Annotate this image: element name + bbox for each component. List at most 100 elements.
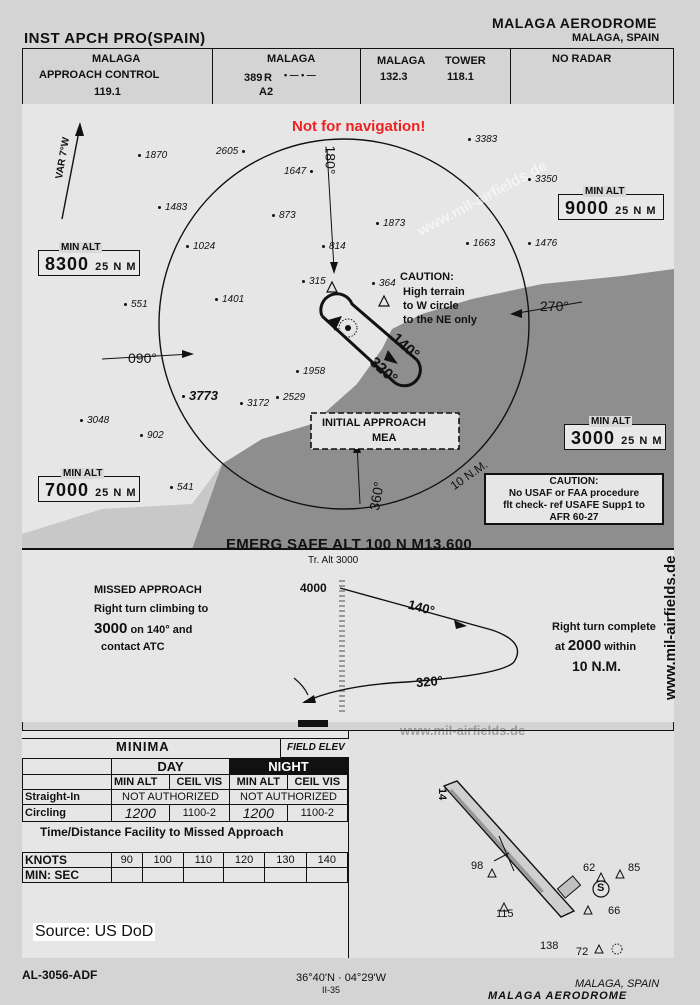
min-alt-sw: MIN ALT 7000 25 N M [38, 468, 140, 502]
obst-98: 98 [471, 860, 484, 872]
footer-location: MALAGA, SPAIN [575, 978, 660, 990]
obst-85: 85 [628, 862, 641, 874]
s-label: S [597, 882, 605, 894]
missed-title: MISSED APPROACH [94, 584, 202, 596]
spot-elev: 3350 [528, 174, 557, 185]
iap-box [310, 412, 460, 450]
spot-elev: 1024 [186, 241, 215, 252]
spot-elev-high: 3773 [182, 388, 218, 403]
chart-code: II-35 [322, 985, 341, 995]
navaid-name: MALAGA [267, 53, 316, 65]
spot-elev: 3172 [240, 398, 269, 409]
missed-line3: contact ATC [101, 641, 165, 653]
spot-elev: 2529 [276, 392, 305, 403]
spot-elev: 315 [302, 276, 326, 287]
spot-elev: 364 [372, 278, 396, 289]
right-turn-line2: at 2000 within [555, 637, 637, 654]
rwy-14-label: 14 [436, 787, 449, 801]
malaga-label: MALAGA [377, 55, 426, 67]
navaid-code: A2 [259, 86, 274, 98]
var-arrow [61, 125, 81, 220]
terrain-shading-sw [22, 464, 222, 549]
emerg-safe-alt: EMERG SAFE ALT 100 N M13,600 [226, 536, 472, 553]
spot-elev: 1873 [376, 218, 405, 229]
spot-elev: 3383 [468, 134, 497, 145]
alt-4000: 4000 [300, 581, 327, 595]
minima-title: MINIMA [116, 739, 170, 754]
spot-elev: 1401 [215, 294, 244, 305]
spot-elev: 1958 [296, 366, 325, 377]
coordinates: 36°40'N · 04°29'W [296, 972, 387, 984]
navaid-freq: 389 [244, 72, 263, 84]
spot-elev: 902 [140, 430, 164, 441]
footer-aerodrome: MALAGA AERODROME [488, 990, 628, 1002]
approach-name: MALAGA [92, 53, 141, 65]
chart-id: AL-3056-ADF [22, 968, 98, 982]
obst-138: 138 [540, 940, 559, 952]
profile-outbound [339, 587, 519, 683]
holding-pattern [319, 292, 422, 388]
malaga-freq: 132.3 [380, 71, 408, 83]
obst-72: 72 [576, 946, 589, 958]
profile-hdg-320: 320° [415, 672, 444, 691]
watermark-footer: www.mil-airfields.de [400, 723, 526, 738]
tower-freq: 118.1 [447, 71, 474, 83]
range-circle [158, 138, 530, 510]
spot-elev: 2605 [216, 146, 245, 157]
missed-line1: Right turn climbing to [94, 603, 209, 615]
caution-line3: to the NE only [403, 314, 477, 326]
navaid-ident: R [264, 72, 272, 84]
tower-label: TOWER [445, 55, 486, 67]
usaf-caution-box: CAUTION: No USAF or FAA procedure flt ch… [484, 473, 664, 525]
profile-lines [293, 580, 519, 715]
min-alt-se: MIN ALT 3000 25 N M [564, 416, 666, 450]
spot-elev: 814 [322, 241, 346, 252]
radial-270 [511, 301, 583, 315]
ndb-symbol [338, 318, 358, 338]
spot-elev: 551 [124, 299, 148, 310]
minima-table: DAY NIGHT MIN ALT CEIL VIS MIN ALT CEIL … [22, 758, 349, 822]
profile-inbound [303, 681, 408, 703]
right-turn-line1: Right turn complete [552, 621, 656, 633]
taxiway [449, 789, 544, 893]
radial-360 [356, 443, 361, 505]
approach-freq: 119.1 [94, 86, 121, 98]
hdg-090: 090° [128, 350, 157, 366]
obst-115: 115 [496, 908, 514, 920]
min-alt-nw: MIN ALT 8300 25 N M [38, 242, 140, 276]
obst-66: 66 [608, 905, 621, 917]
spot-elev: 541 [170, 482, 194, 493]
missed-line2: 3000 on 140° and [94, 620, 193, 637]
knots-table: KNOTS 90 100 110 120 130 140 MIN: SEC [22, 852, 349, 883]
approach-name2: APPROACH CONTROL [39, 69, 160, 81]
right-turn-line3: 10 N.M. [572, 658, 622, 674]
spot-elev: 1663 [466, 238, 495, 249]
caution-title: CAUTION: [400, 271, 454, 283]
aerodrome-name: MALAGA AERODROME [492, 15, 657, 31]
not-for-navigation: Not for navigation! [292, 118, 426, 135]
min-alt-ne: MIN ALT 9000 25 N M [558, 186, 664, 220]
tr-alt: Tr. Alt 3000 [308, 555, 359, 566]
spot-elev: 1870 [138, 150, 167, 161]
spot-elev: 873 [272, 210, 296, 221]
airport-diagram [442, 780, 625, 955]
source-label: Source: US DoD [33, 923, 156, 941]
iap-line2: MEA [372, 432, 397, 444]
caution-line2: to W circle [403, 300, 459, 312]
navaid-morse: • — • — [284, 70, 316, 80]
caution-line1: High terrain [403, 286, 465, 298]
obst-62: 62 [583, 862, 596, 874]
radar-status: NO RADAR [552, 53, 612, 65]
runway [442, 780, 576, 918]
spot-elev: 3048 [80, 415, 109, 426]
aerodrome-location: MALAGA, SPAIN [572, 32, 660, 44]
spot-elev: 1647 [284, 166, 313, 177]
iap-line1: INITIAL APPROACH [322, 417, 426, 429]
time-distance-title: Time/Distance Facility to Missed Approac… [40, 825, 284, 839]
hdg-270: 270° [540, 298, 569, 314]
radial-090 [101, 353, 193, 360]
watermark-vertical: www.mil-airfields.de [662, 555, 679, 700]
hdg-180: 180° [322, 145, 339, 175]
comms-row: MALAGA APPROACH CONTROL 119.1 MALAGA 389… [22, 48, 674, 105]
chart-title: INST APCH PRO(SPAIN) [24, 30, 206, 47]
